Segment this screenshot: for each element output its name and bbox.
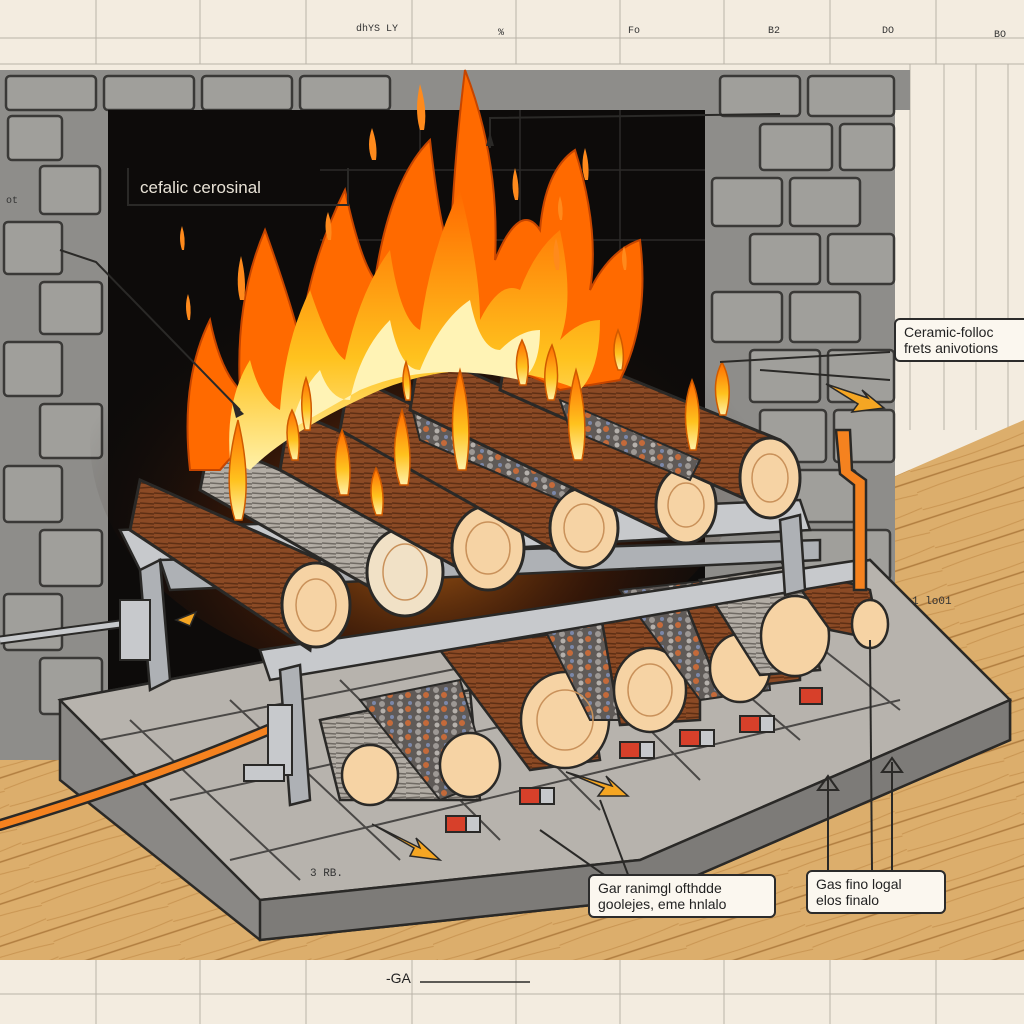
brick-surround (0, 70, 910, 760)
label-right: Ceramic-folloc frets anivotions (894, 318, 1024, 363)
base-mark: 3 RB. (310, 868, 344, 880)
valve-rod (834, 428, 868, 592)
arrow-head (232, 402, 244, 418)
label-bottom-left-line-1: Gar ranimgl ofthdde (598, 880, 722, 896)
label-bottom-right: Gas fino logal elos finalo (806, 870, 946, 915)
pin-marker (816, 774, 840, 791)
label-right-line-1: Ceramic-folloc (904, 324, 994, 340)
label-top-left: cefalic cerosinal (140, 178, 261, 197)
header-tick: DO (882, 26, 895, 37)
small-flames (228, 327, 730, 521)
header-tick: dhYS LY (356, 24, 399, 35)
gas-pipe (0, 721, 284, 829)
header-tick: BO (994, 30, 1007, 41)
label-right-line-2: frets anivotions (904, 340, 999, 357)
label-bottom-right-line-2: elos finalo (816, 892, 880, 909)
embers (180, 84, 627, 320)
arrow-head (486, 132, 494, 146)
side-mark: 1 lo01 (912, 596, 952, 608)
header-tick: Fo (628, 26, 641, 37)
label-bottom-left-line-2: goolejes, eme hnlalo (598, 896, 727, 913)
footer-label: -GA (386, 970, 411, 986)
label-bottom-left: Gar ranimgl ofthdde goolejes, eme hnlalo (588, 874, 776, 919)
flow-arrows (174, 383, 886, 862)
header-tick: % (498, 28, 505, 39)
burner-nozzles (445, 687, 823, 833)
label-bottom-right-line-1: Gas fino logal (816, 876, 902, 892)
header-tick: B2 (768, 26, 781, 37)
left-side-mark: ot (6, 196, 19, 207)
pin-marker (880, 756, 904, 773)
